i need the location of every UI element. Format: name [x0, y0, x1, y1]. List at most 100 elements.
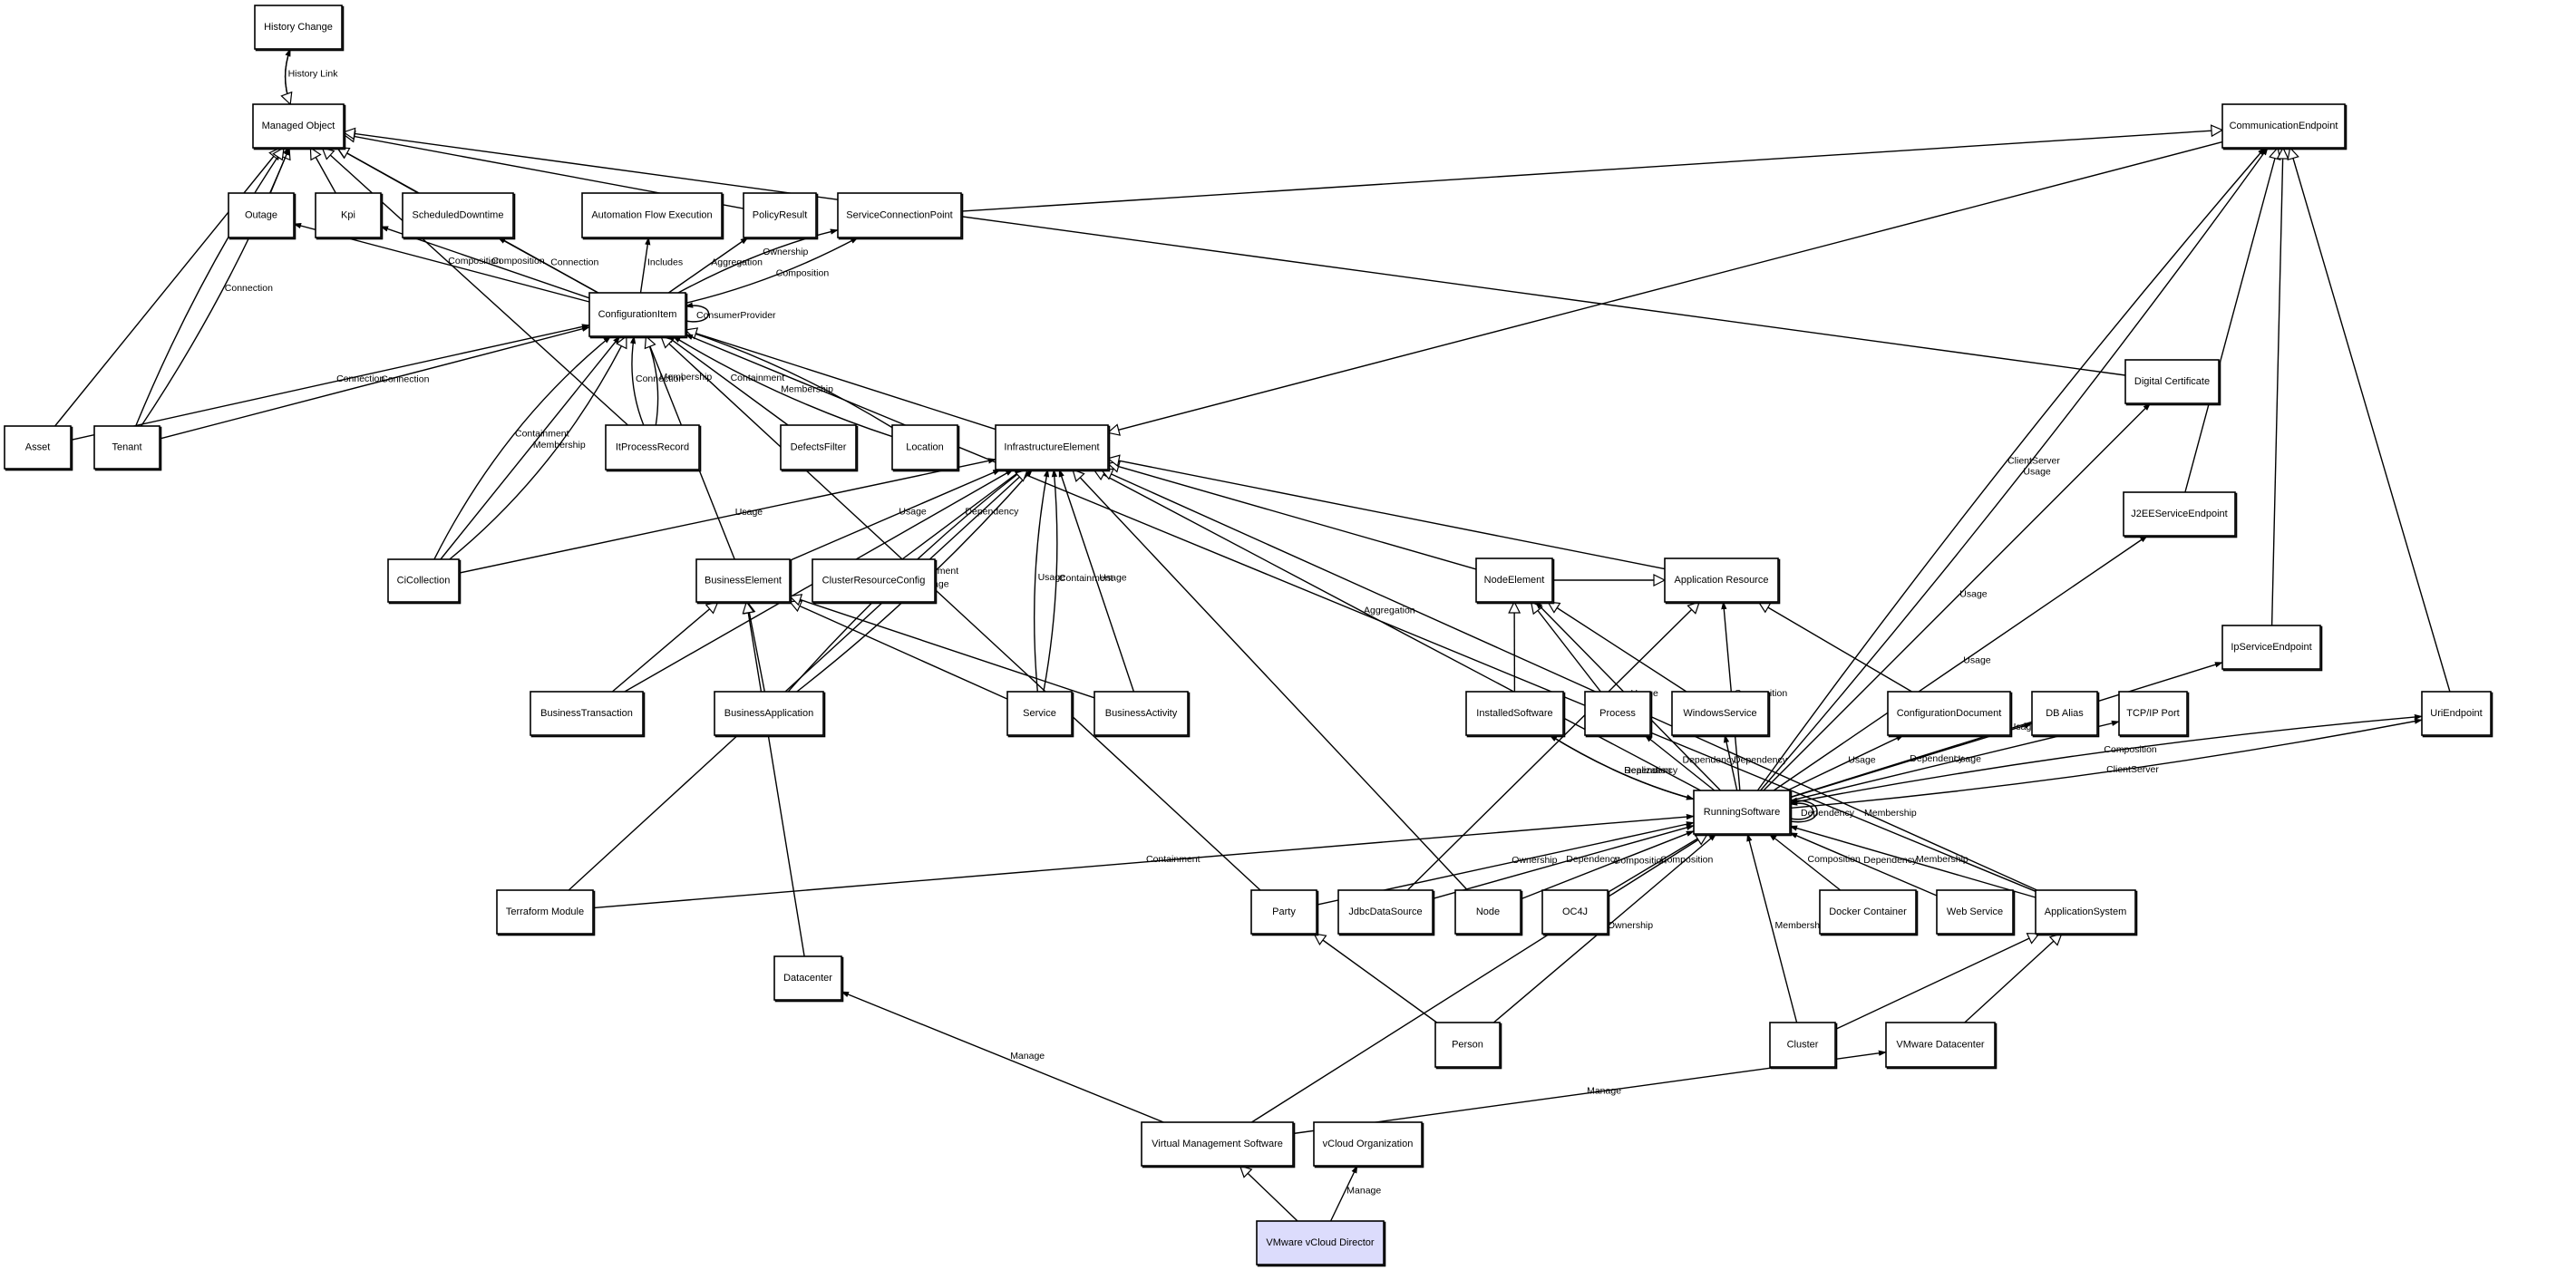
node-box[interactable] [812, 558, 936, 603]
node-configuration-item[interactable]: ConfigurationItem [588, 292, 688, 339]
node-vmware-datacenter[interactable]: VMware Datacenter [1885, 1022, 1998, 1070]
node-box[interactable] [1671, 691, 1769, 736]
node-process[interactable]: Process [1584, 691, 1653, 738]
node-box[interactable] [1337, 889, 1434, 935]
node-box[interactable] [837, 192, 962, 238]
node-box[interactable] [387, 558, 460, 603]
node-docker-container[interactable]: Docker Container [1819, 889, 1919, 936]
node-box[interactable] [1664, 557, 1779, 603]
node-box[interactable] [605, 424, 700, 470]
node-tenant[interactable]: Tenant [93, 425, 162, 471]
node-box[interactable] [530, 691, 644, 736]
node-managed-object[interactable]: Managed Object [252, 103, 346, 150]
node-outage[interactable]: Outage [228, 192, 296, 240]
node-box[interactable] [695, 558, 791, 603]
node-box[interactable] [252, 103, 345, 149]
node-node-element[interactable]: NodeElement [1475, 557, 1555, 605]
node-box[interactable] [2123, 491, 2236, 537]
node-box[interactable] [995, 424, 1109, 470]
node-box[interactable] [254, 5, 343, 50]
node-location[interactable]: Location [891, 424, 960, 472]
node-box[interactable] [1006, 691, 1073, 736]
node-running-software[interactable]: RunningSoftware [1693, 790, 1793, 837]
node-node[interactable]: Node [1454, 889, 1523, 936]
node-box[interactable] [773, 955, 842, 1001]
node-box[interactable] [496, 889, 594, 935]
node-box[interactable] [1819, 889, 1917, 935]
node-asset[interactable]: Asset [4, 425, 73, 471]
node-terraform-module[interactable]: Terraform Module [496, 889, 596, 936]
node-cluster-resource-config[interactable]: ClusterResourceConfig [812, 558, 938, 605]
node-it-process-record[interactable]: ItProcessRecord [605, 424, 702, 472]
node-box[interactable] [2118, 691, 2188, 736]
node-box[interactable] [1887, 691, 2011, 736]
node-box[interactable] [1094, 691, 1189, 736]
node-box[interactable] [1693, 790, 1791, 835]
node-box[interactable] [1936, 889, 2014, 935]
node-datacenter[interactable]: Datacenter [773, 955, 844, 1003]
node-automation-flow-execution[interactable]: Automation Flow Execution [581, 192, 724, 240]
node-box[interactable] [891, 424, 958, 470]
node-box[interactable] [581, 192, 723, 238]
node-installed-software[interactable]: InstalledSoftware [1465, 691, 1566, 738]
node-box[interactable] [588, 292, 686, 337]
node-business-transaction[interactable]: BusinessTransaction [530, 691, 646, 738]
node-box[interactable] [402, 192, 514, 238]
node-box[interactable] [2221, 625, 2321, 670]
node-policy-result[interactable]: PolicyResult [743, 192, 819, 240]
node-application-system[interactable]: ApplicationSystem [2035, 889, 2138, 936]
node-oc4j[interactable]: OC4J [1541, 889, 1610, 936]
node-db-alias[interactable]: DB Alias [2031, 691, 2100, 738]
node-ip-service-endpoint[interactable]: IpServiceEndpoint [2221, 625, 2323, 672]
node-person[interactable]: Person [1434, 1022, 1502, 1070]
node-infrastructure-element[interactable]: InfrastructureElement [995, 424, 1111, 472]
node-communication-endpoint[interactable]: CommunicationEndpoint [2221, 103, 2348, 150]
node-box[interactable] [4, 425, 72, 470]
node-history-change[interactable]: History Change [254, 5, 345, 52]
node-jdbc-data-source[interactable]: JdbcDataSource [1337, 889, 1435, 936]
node-box[interactable] [1465, 691, 1564, 736]
node-uri-endpoint[interactable]: UriEndpoint [2421, 691, 2493, 738]
node-box[interactable] [1769, 1022, 1836, 1068]
node-business-application[interactable]: BusinessApplication [714, 691, 826, 738]
node-service[interactable]: Service [1006, 691, 1074, 738]
node-box[interactable] [1584, 691, 1651, 736]
node-box[interactable] [2031, 691, 2098, 736]
node-business-activity[interactable]: BusinessActivity [1094, 691, 1191, 738]
node-party[interactable]: Party [1250, 889, 1319, 936]
node-windows-service[interactable]: WindowsService [1671, 691, 1771, 738]
node-box[interactable] [2221, 103, 2346, 149]
node-box[interactable] [1475, 557, 1553, 603]
node-cluster[interactable]: Cluster [1769, 1022, 1838, 1070]
node-business-element[interactable]: BusinessElement [695, 558, 792, 605]
node-box[interactable] [228, 192, 295, 238]
node-defects-filter[interactable]: DefectsFilter [780, 424, 859, 472]
node-box[interactable] [2421, 691, 2492, 736]
node-j2ee-service-endpoint[interactable]: J2EEServiceEndpoint [2123, 491, 2238, 538]
node-box[interactable] [2035, 889, 2136, 935]
node-box[interactable] [1454, 889, 1521, 935]
node-scheduled-downtime[interactable]: ScheduledDowntime [402, 192, 516, 240]
node-configuration-document[interactable]: ConfigurationDocument [1887, 691, 2013, 738]
node-service-connection-point[interactable]: ServiceConnectionPoint [837, 192, 964, 240]
node-vcloud-organization[interactable]: vCloud Organization [1313, 1121, 1424, 1168]
node-web-service[interactable]: Web Service [1936, 889, 2016, 936]
node-box[interactable] [743, 192, 817, 238]
node-box[interactable] [1250, 889, 1317, 935]
node-box[interactable] [1313, 1121, 1423, 1167]
node-kpi[interactable]: Kpi [315, 192, 384, 240]
node-box[interactable] [1141, 1121, 1294, 1167]
node-application-resource[interactable]: Application Resource [1664, 557, 1781, 605]
node-box[interactable] [315, 192, 382, 238]
node-box[interactable] [93, 425, 160, 470]
node-box[interactable] [714, 691, 824, 736]
node-box[interactable] [1256, 1220, 1385, 1265]
node-tcpip-port[interactable]: TCP/IP Port [2118, 691, 2190, 738]
node-ci-collection[interactable]: CiCollection [387, 558, 462, 605]
node-vmware-vcloud-director[interactable]: VMware vCloud Director [1256, 1220, 1386, 1267]
node-box[interactable] [2124, 359, 2220, 404]
node-virtual-management-software[interactable]: Virtual Management Software [1141, 1121, 1296, 1168]
node-box[interactable] [780, 424, 857, 470]
node-box[interactable] [1885, 1022, 1996, 1068]
node-digital-certificate[interactable]: Digital Certificate [2124, 359, 2221, 406]
